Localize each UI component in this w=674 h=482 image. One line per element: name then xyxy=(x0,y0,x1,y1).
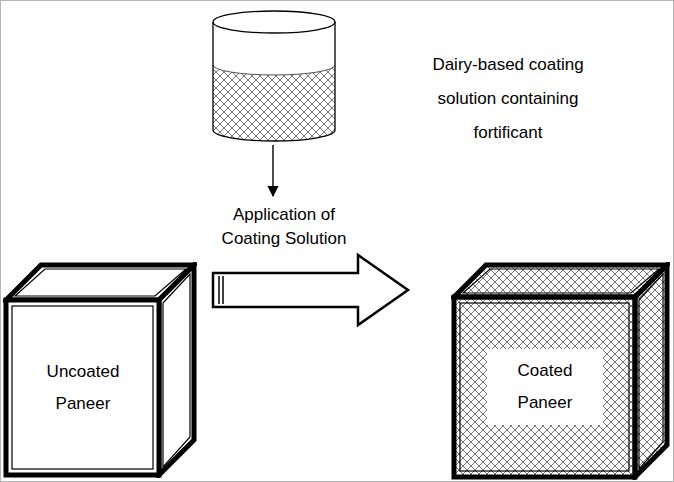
solution-label: Dairy-based coating solution containing … xyxy=(410,48,606,150)
paneer-cube: Coated Paneer xyxy=(451,262,670,480)
beaker-cylinder xyxy=(213,11,335,141)
cube-label: Coated Paneer xyxy=(487,349,603,425)
paneer-cube: Uncoated Paneer xyxy=(3,262,197,478)
pour-arrow xyxy=(272,145,273,196)
cube-label: Uncoated Paneer xyxy=(33,356,133,420)
arrow-label: Application of Coating Solution xyxy=(209,203,359,251)
process-arrow xyxy=(213,255,408,325)
